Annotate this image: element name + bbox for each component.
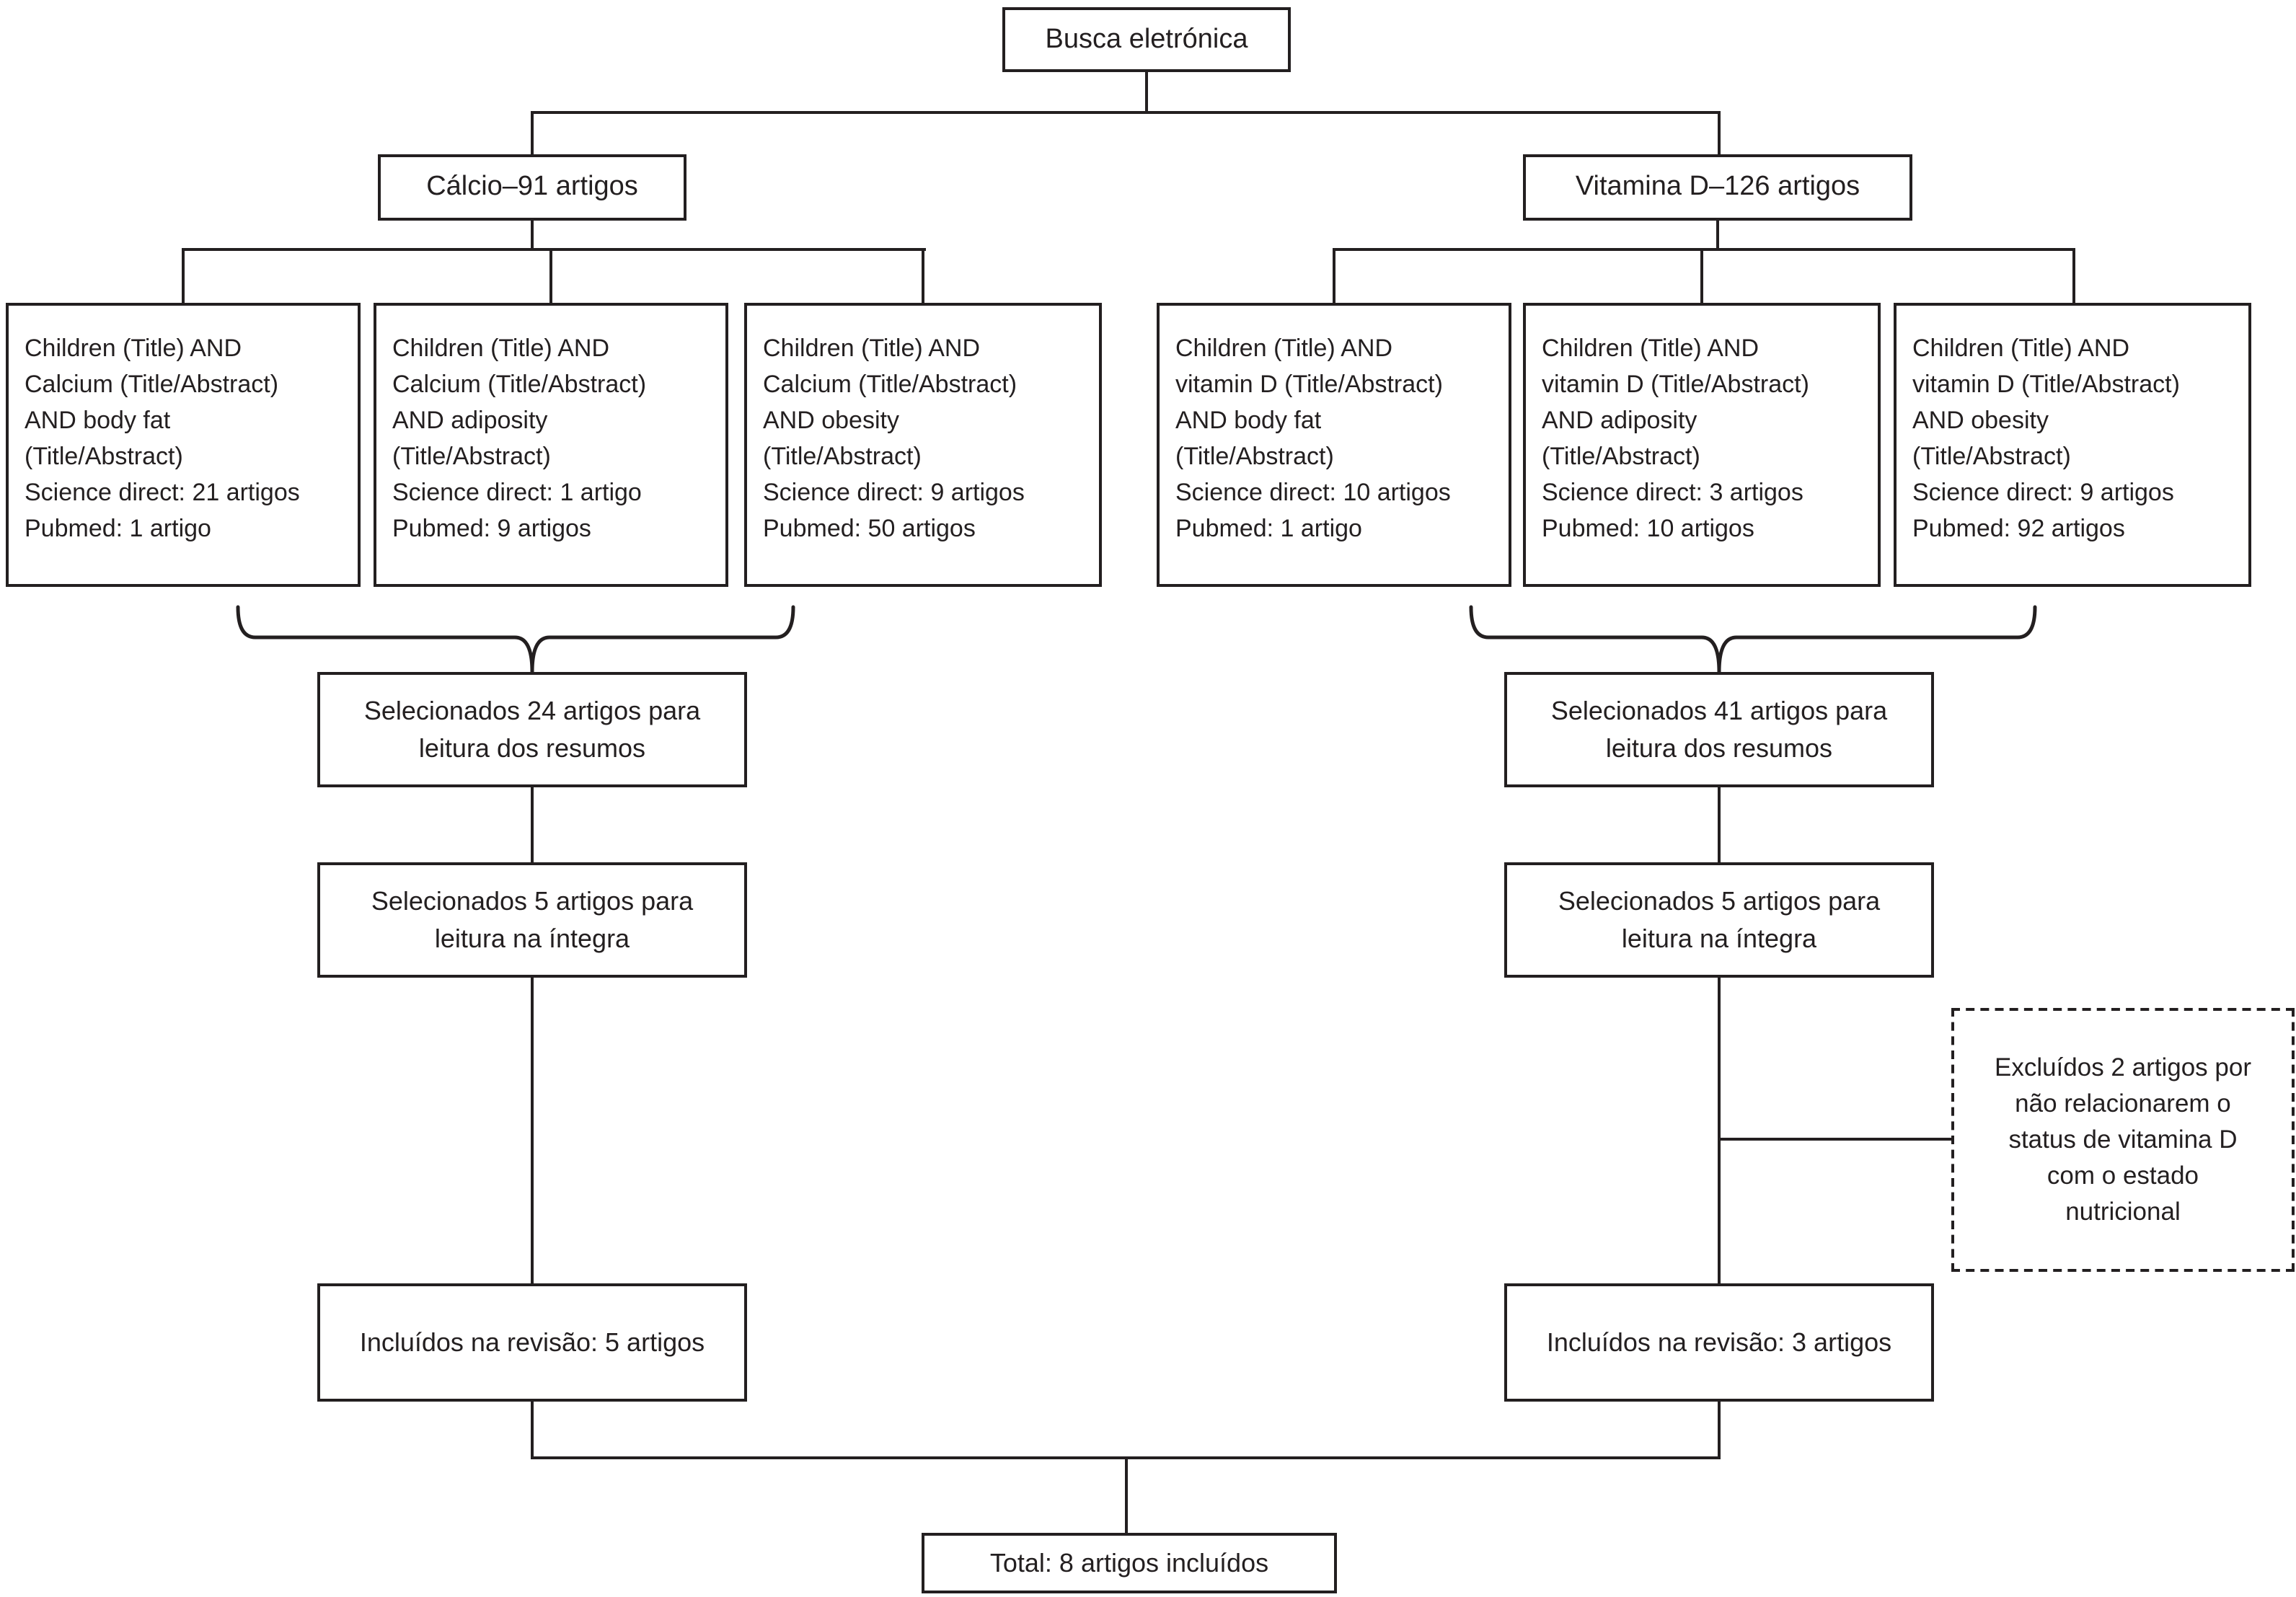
included-review-calcio-box: Incluídos na revisão: 5 artigos [317,1283,747,1402]
science-direct-count: Science direct: 21 artigos [25,479,300,506]
science-direct-count: Science direct: 3 artigos [1542,479,1803,506]
selected-fulltext-vitamina-box: Selecionados 5 artigos para leitura na í… [1504,862,1934,978]
connector-line [182,248,926,251]
science-direct-count: Science direct: 9 artigos [763,479,1025,506]
search-box-calcium-body-fat: Children (Title) AND Calcium (Title/Abst… [6,303,361,587]
search-box-vitamin-d-body-fat: Children (Title) AND vitamin D (Title/Ab… [1157,303,1511,587]
connector-line [1145,72,1148,114]
connector-line [549,248,552,303]
science-direct-count: Science direct: 1 artigo [392,479,642,506]
right-curly-brace [1469,605,2037,674]
connector-line [531,978,534,1283]
connector-line [1718,787,1721,862]
connector-line [1718,978,1721,1283]
connector-line [531,111,534,154]
search-query: Children (Title) AND Calcium (Title/Abst… [392,335,647,470]
search-box-vitamin-d-obesity: Children (Title) AND vitamin D (Title/Ab… [1894,303,2251,587]
branch-box-calcio: Cálcio–91 artigos [378,154,686,221]
pubmed-count: Pubmed: 10 artigos [1542,515,1754,542]
search-query: Children (Title) AND Calcium (Title/Abst… [25,335,279,470]
connector-line [531,221,534,248]
branch-box-vitamina-d: Vitamina D–126 artigos [1523,154,1912,221]
connector-line [1718,1402,1721,1459]
selected-fulltext-calcio-box: Selecionados 5 artigos para leitura na í… [317,862,747,978]
pubmed-count: Pubmed: 50 artigos [763,515,976,542]
search-query: Children (Title) AND vitamin D (Title/Ab… [1912,335,2180,470]
connector-line [1716,221,1719,248]
search-query: Children (Title) AND Calcium (Title/Abst… [763,335,1017,470]
connector-line [1700,248,1703,303]
connector-line [182,248,185,303]
connector-line [1718,1138,1951,1141]
connector-line [2072,248,2075,303]
selected-abstracts-vitamina-box: Selecionados 41 artigos para leitura dos… [1504,672,1934,787]
included-review-vitamina-box: Incluídos na revisão: 3 artigos [1504,1283,1934,1402]
search-query: Children (Title) AND vitamin D (Title/Ab… [1175,335,1443,470]
connector-line [531,111,1721,114]
pubmed-count: Pubmed: 92 artigos [1912,515,2125,542]
search-query: Children (Title) AND vitamin D (Title/Ab… [1542,335,1809,470]
pubmed-count: Pubmed: 1 artigo [1175,515,1362,542]
connector-line [922,248,924,303]
connector-line [531,787,534,862]
pubmed-count: Pubmed: 9 artigos [392,515,591,542]
search-box-vitamin-d-adiposity: Children (Title) AND vitamin D (Title/Ab… [1523,303,1881,587]
search-box-calcium-adiposity: Children (Title) AND Calcium (Title/Abst… [374,303,728,587]
root-box-busca-eletronica: Busca eletrónica [1002,7,1291,72]
total-included-box: Total: 8 artigos incluídos [922,1533,1337,1593]
science-direct-count: Science direct: 9 artigos [1912,479,2174,506]
connector-line [1333,248,2075,251]
science-direct-count: Science direct: 10 artigos [1175,479,1451,506]
connector-line [531,1402,534,1459]
left-curly-brace [236,605,795,674]
excluded-articles-note-box: Excluídos 2 artigos por não relacionarem… [1951,1008,2295,1272]
search-box-calcium-obesity: Children (Title) AND Calcium (Title/Abst… [744,303,1102,587]
selected-abstracts-calcio-box: Selecionados 24 artigos para leitura dos… [317,672,747,787]
pubmed-count: Pubmed: 1 artigo [25,515,211,542]
connector-line [1333,248,1335,303]
connector-line [1718,111,1721,154]
connector-line [1125,1456,1128,1533]
